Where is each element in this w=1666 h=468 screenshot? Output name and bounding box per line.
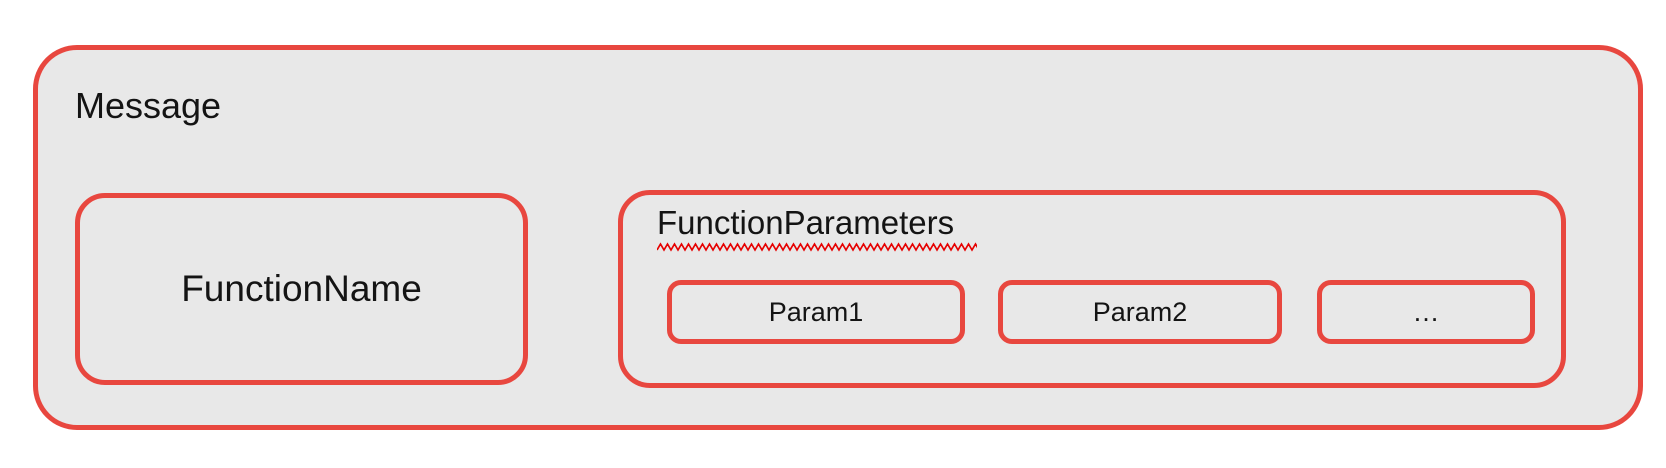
message-box: Message FunctionName FunctionParameters … <box>33 45 1643 430</box>
function-name-box: FunctionName <box>75 193 528 385</box>
param1-box: Param1 <box>667 280 965 344</box>
param2-label: Param2 <box>1092 296 1188 327</box>
param-ellipsis-box: … <box>1317 280 1535 344</box>
param2-box: Param2 <box>998 280 1282 344</box>
squiggly-underline-icon <box>657 242 977 252</box>
message-label: Message <box>75 85 222 126</box>
function-parameters-header: FunctionParameters <box>657 204 977 252</box>
param-ellipsis-label: … <box>1412 296 1440 327</box>
function-name-label: FunctionName <box>181 268 422 309</box>
function-parameters-label: FunctionParameters <box>657 204 955 241</box>
function-parameters-box: FunctionParameters Param1 Param2 … <box>618 190 1566 388</box>
param1-label: Param1 <box>768 296 864 327</box>
